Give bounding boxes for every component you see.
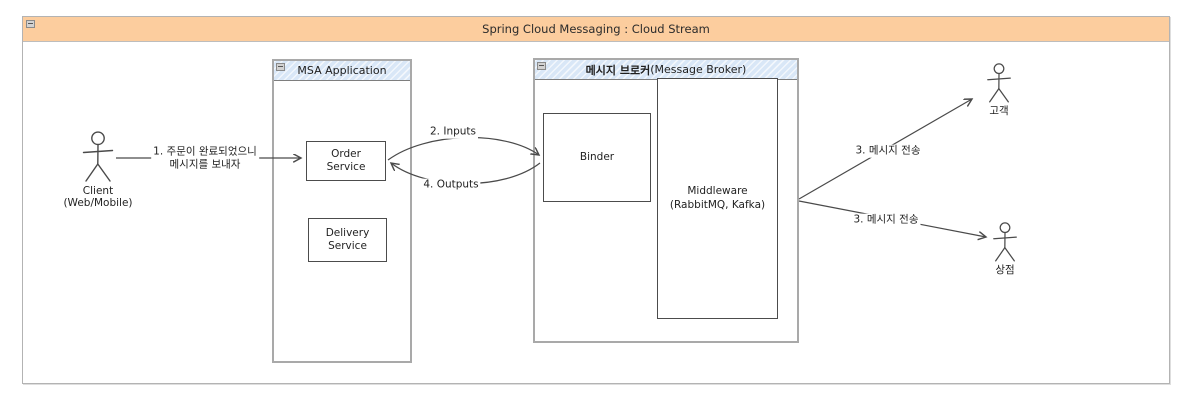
edge-label-order-request: 1. 주문이 완료되었으니 메시지를 보내자: [151, 145, 259, 171]
order-service-label-1: Order: [331, 147, 361, 160]
delivery-service-label-1: Delivery: [325, 226, 370, 239]
store-name: 상점: [995, 264, 1015, 276]
actor-store: 상점: [960, 222, 1050, 276]
middleware-label-2: (RabbitMQ, Kafka): [669, 198, 766, 211]
middleware-node: Middleware (RabbitMQ, Kafka): [657, 78, 778, 319]
collapse-icon[interactable]: [537, 62, 546, 70]
person-icon: [987, 63, 1011, 103]
edge-label-inputs: 2. Inputs: [427, 125, 479, 139]
msa-application-frame: MSA Application: [272, 59, 412, 363]
delivery-service-label-2: Service: [328, 240, 367, 252]
actor-customer: 고객: [954, 63, 1044, 117]
customer-name: 고객: [989, 105, 1009, 117]
edge-label-send-customer: 3. 메시지 전송: [853, 144, 923, 158]
diagram-title: Spring Cloud Messaging : Cloud Stream: [482, 22, 710, 36]
edge-label-order-request-1: 1. 주문이 완료되었으니: [153, 145, 257, 158]
message-broker-title-ko: 메시지 브로커: [585, 63, 651, 77]
order-service-label-2: Service: [326, 161, 366, 173]
middleware-label-1: Middleware: [687, 185, 748, 198]
person-icon: [82, 131, 114, 182]
edge-label-send-store: 3. 메시지 전송: [851, 213, 921, 227]
order-service-node: Order Service: [306, 141, 386, 181]
binder-node: Binder: [543, 113, 651, 202]
person-icon: [993, 222, 1017, 262]
message-broker-title-en: (Message Broker): [650, 63, 747, 76]
client-sub: (Web/Mobile): [63, 197, 133, 210]
binder-label: Binder: [579, 150, 615, 163]
client-name: Client: [82, 185, 114, 197]
msa-application-title: MSA Application: [297, 64, 387, 77]
msa-application-header: MSA Application: [274, 61, 410, 81]
edge-label-outputs: 4. Outputs: [421, 178, 481, 192]
diagram-title-bar: Spring Cloud Messaging : Cloud Stream: [23, 17, 1169, 42]
message-broker-header: 메시지 브로커(Message Broker): [535, 60, 797, 80]
actor-client: Client (Web/Mobile): [53, 131, 143, 209]
collapse-icon[interactable]: [26, 20, 35, 28]
edge-label-order-request-2: 메시지를 보내자: [169, 158, 241, 170]
delivery-service-node: Delivery Service: [308, 218, 387, 262]
collapse-icon[interactable]: [276, 63, 285, 71]
message-broker-frame: 메시지 브로커(Message Broker): [533, 58, 799, 343]
